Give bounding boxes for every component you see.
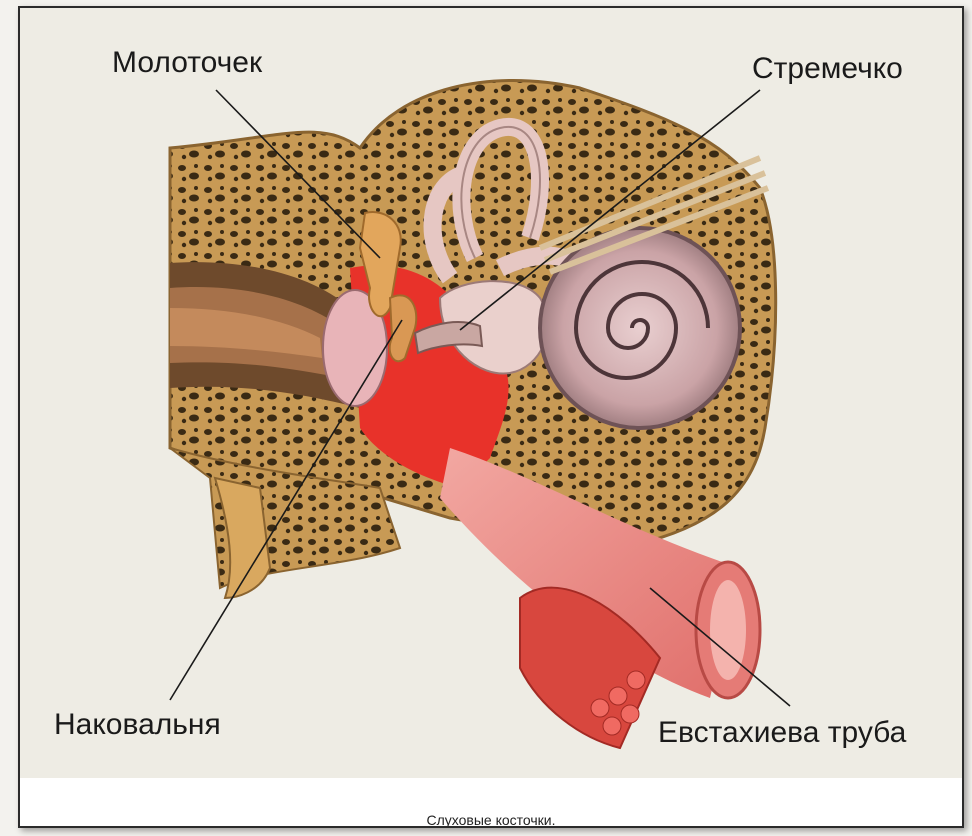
label-stapes: Стремечко xyxy=(752,52,903,86)
label-eustachian-tube: Евстахиева труба xyxy=(658,716,906,750)
figure-caption: Слуховые косточки. xyxy=(20,812,962,828)
ear-anatomy-illustration xyxy=(20,8,962,778)
label-malleus: Молоточек xyxy=(112,46,262,80)
cochlea xyxy=(540,228,740,428)
label-incus: Наковальня xyxy=(54,708,221,742)
diagram-frame: Молоточек Стремечко Наковальня Евстахиев… xyxy=(18,6,964,828)
